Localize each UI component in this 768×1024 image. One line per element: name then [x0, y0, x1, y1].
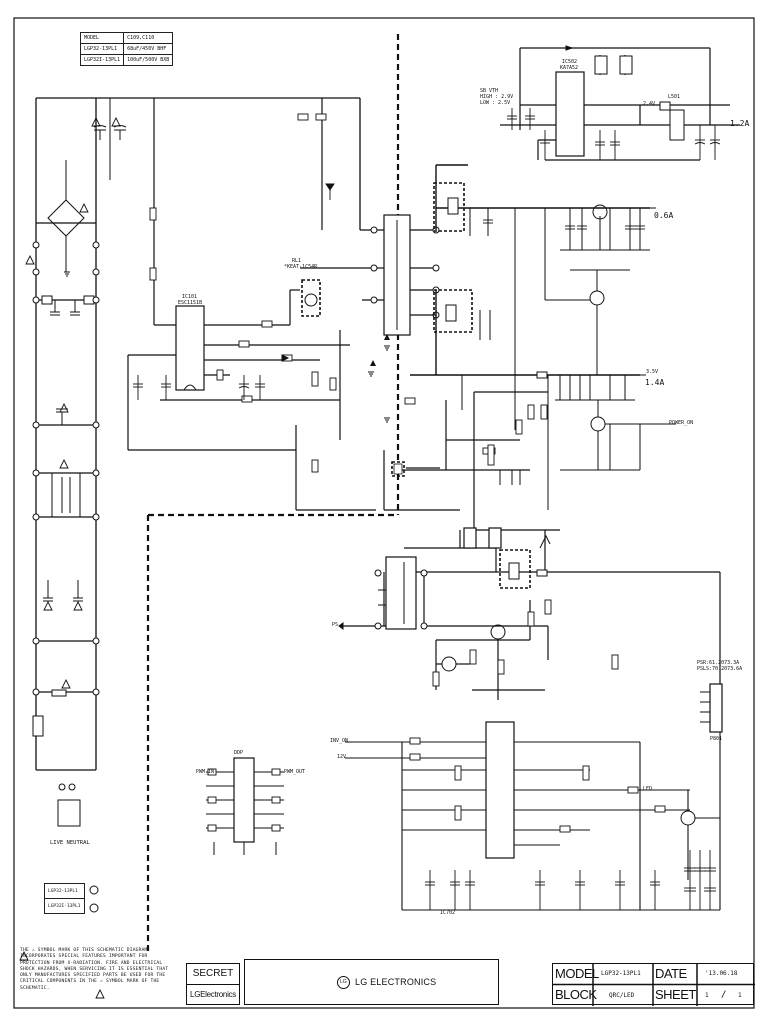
sb-low-label: LOW : 2.5V	[480, 100, 511, 106]
volt-2v-label: 2.4V	[643, 101, 656, 107]
led-out-label: LED	[643, 786, 653, 792]
power-on-label: POWER_ON	[669, 420, 694, 426]
table-row: LGP32-13PL1	[44, 883, 85, 899]
secret-label: SECRET	[187, 964, 239, 985]
table-row: LGP32I-13PL1 100uF/500V BXB	[79, 54, 174, 66]
ic101-label: IC101	[182, 294, 198, 300]
block-value: QRC/LED	[609, 992, 635, 999]
table-cell: MODEL	[79, 32, 125, 44]
sb-vth-label: SB VTH	[480, 88, 499, 94]
ps-label: PS	[332, 622, 339, 628]
fuse-note-2: PSLS:70.2073.6A	[697, 666, 743, 672]
sheet-separator: /	[721, 990, 727, 1000]
table-row: LGP32I-13PL1	[44, 898, 85, 914]
sheet-value: 1	[705, 992, 709, 999]
safety-note: THE ⚠ SYMBOL MARK OF THIS SCHEMATIC DIAG…	[20, 948, 169, 991]
table-cell: LGP32-13PL1	[44, 883, 85, 899]
block-header: BLOCK	[555, 987, 597, 1002]
sheet-total: 1	[738, 992, 742, 999]
fuse-note-1: PSR:61.2073.3A	[697, 660, 740, 666]
lg-electronics-block: LG LG ELECTRONICS	[244, 959, 499, 1005]
table-cell: LGP32I-13PL1	[44, 898, 85, 914]
ic101-part-label: ESC1151B	[178, 300, 203, 306]
pwm-in-label: PWM_IN	[196, 769, 215, 775]
p801-label: P801	[710, 736, 723, 742]
model-capacitor-table: MODEL C109,C110 LGP32-13PL1 68uF/450V BH…	[79, 32, 174, 66]
model-header: MODEL	[555, 966, 599, 981]
table-cell: LGP32I-13PL1	[79, 54, 125, 66]
table-row: LGP32-13PL1 68uF/450V BHF	[79, 43, 174, 55]
date-value: '13.06.18	[705, 970, 738, 977]
rl1-part-label: *KEAT-1C54R	[284, 264, 318, 270]
variant-table: LGP32-13PL1 LGP32I-13PL1	[44, 883, 85, 914]
current-12v-label: 1.2A	[730, 119, 750, 128]
ddp-label: DDP	[234, 750, 244, 756]
rl1-label: RL1	[292, 258, 302, 264]
table-cell: 68uF/450V BHF	[123, 43, 174, 55]
sb-high-label: HIGH : 2.9V	[480, 94, 514, 100]
table-row: MODEL C109,C110	[79, 32, 174, 44]
live-neutral-label: LIVE NEUTRAL	[50, 840, 90, 846]
l501-label: L501	[668, 94, 681, 100]
table-cell: 100uF/500V BXB	[123, 54, 174, 66]
volt-3v-label: 3.5V	[646, 369, 659, 375]
sheet-header: SHEET	[655, 987, 696, 1002]
ic502-part-label: KA7A52	[560, 65, 579, 71]
title-info-block: MODEL LGP32-13PL1 DATE '13.06.18 BLOCK Q…	[552, 963, 755, 1006]
secret-stamp: SECRET LGElectronics	[186, 963, 240, 1005]
lg-small-label: LGElectronics	[190, 990, 236, 999]
lg-logo-icon: LG	[337, 976, 350, 989]
current-3v-label: 1.4A	[645, 378, 665, 387]
table-cell: C109,C110	[123, 32, 174, 44]
inv-on-label: INV_ON	[330, 738, 349, 744]
ic702-label: IC702	[440, 910, 456, 916]
table-cell: LGP32-13PL1	[79, 43, 125, 55]
pwm-out-label: PWM_OUT	[284, 769, 306, 775]
model-value: LGP32-13PL1	[601, 970, 641, 977]
ic502-label: IC502	[562, 59, 578, 65]
v12-label: 12V	[337, 754, 347, 760]
lg-electronics-label: LG ELECTRONICS	[355, 977, 437, 987]
title-grid	[553, 964, 755, 1006]
current-5v-label: 0.6A	[654, 211, 674, 220]
date-header: DATE	[655, 966, 687, 981]
